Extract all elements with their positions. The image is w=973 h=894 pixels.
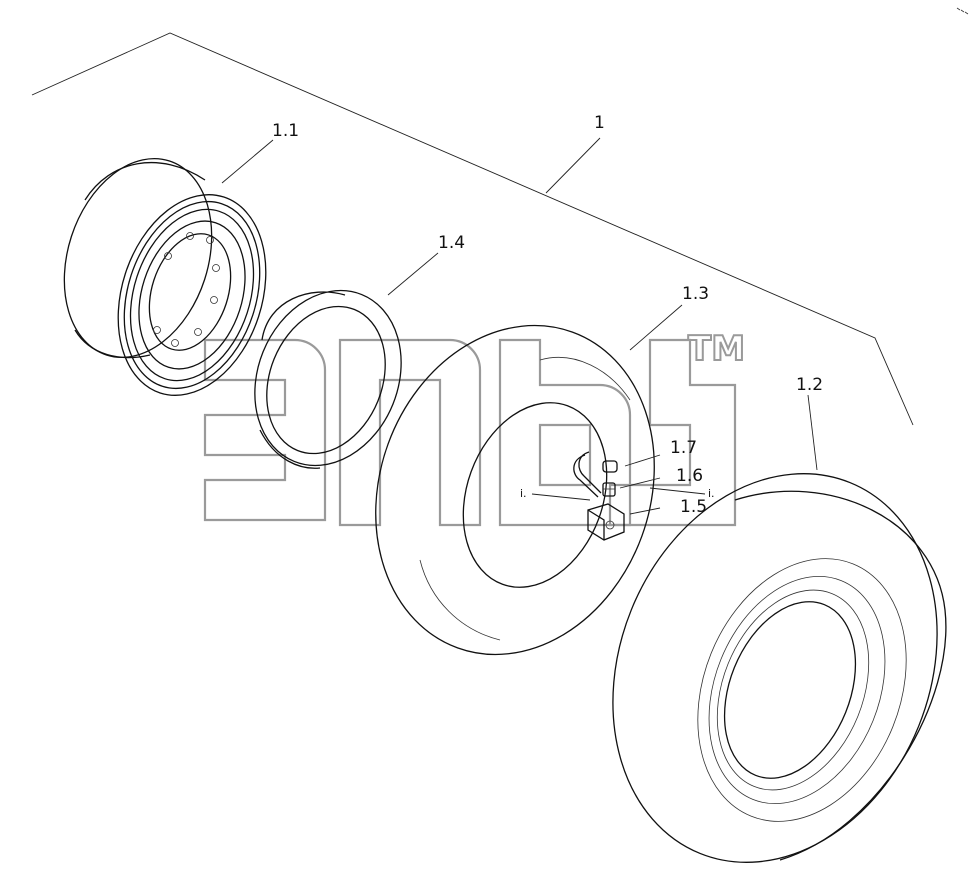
flap-part bbox=[254, 289, 402, 469]
valve-block-part bbox=[587, 503, 625, 541]
trademark-mark: TM bbox=[688, 329, 745, 369]
callout-tube: 1.3 bbox=[682, 284, 709, 304]
corner-mark-icon bbox=[956, 7, 969, 15]
valve-stem bbox=[573, 451, 602, 498]
valve-cap-part bbox=[602, 460, 618, 473]
callout-assembly: 1 bbox=[594, 113, 605, 133]
callout-tire: 1.2 bbox=[796, 375, 823, 395]
assembly-bracket bbox=[31, 32, 914, 426]
callout-flap: 1.4 bbox=[438, 233, 465, 253]
tube-part bbox=[375, 324, 655, 656]
callout-valve-insert: 1.6 bbox=[676, 466, 703, 486]
rim-part bbox=[63, 157, 267, 396]
watermark-logo bbox=[203, 338, 737, 527]
detail-mark-left: i. bbox=[520, 487, 527, 500]
tire-part bbox=[612, 473, 947, 863]
valve-insert-part bbox=[602, 482, 616, 497]
callout-rim: 1.1 bbox=[272, 121, 299, 141]
callout-valve-block: 1.5 bbox=[680, 497, 707, 517]
callout-valve-cap: 1.7 bbox=[670, 438, 697, 458]
detail-mark-right: i. bbox=[708, 487, 715, 500]
